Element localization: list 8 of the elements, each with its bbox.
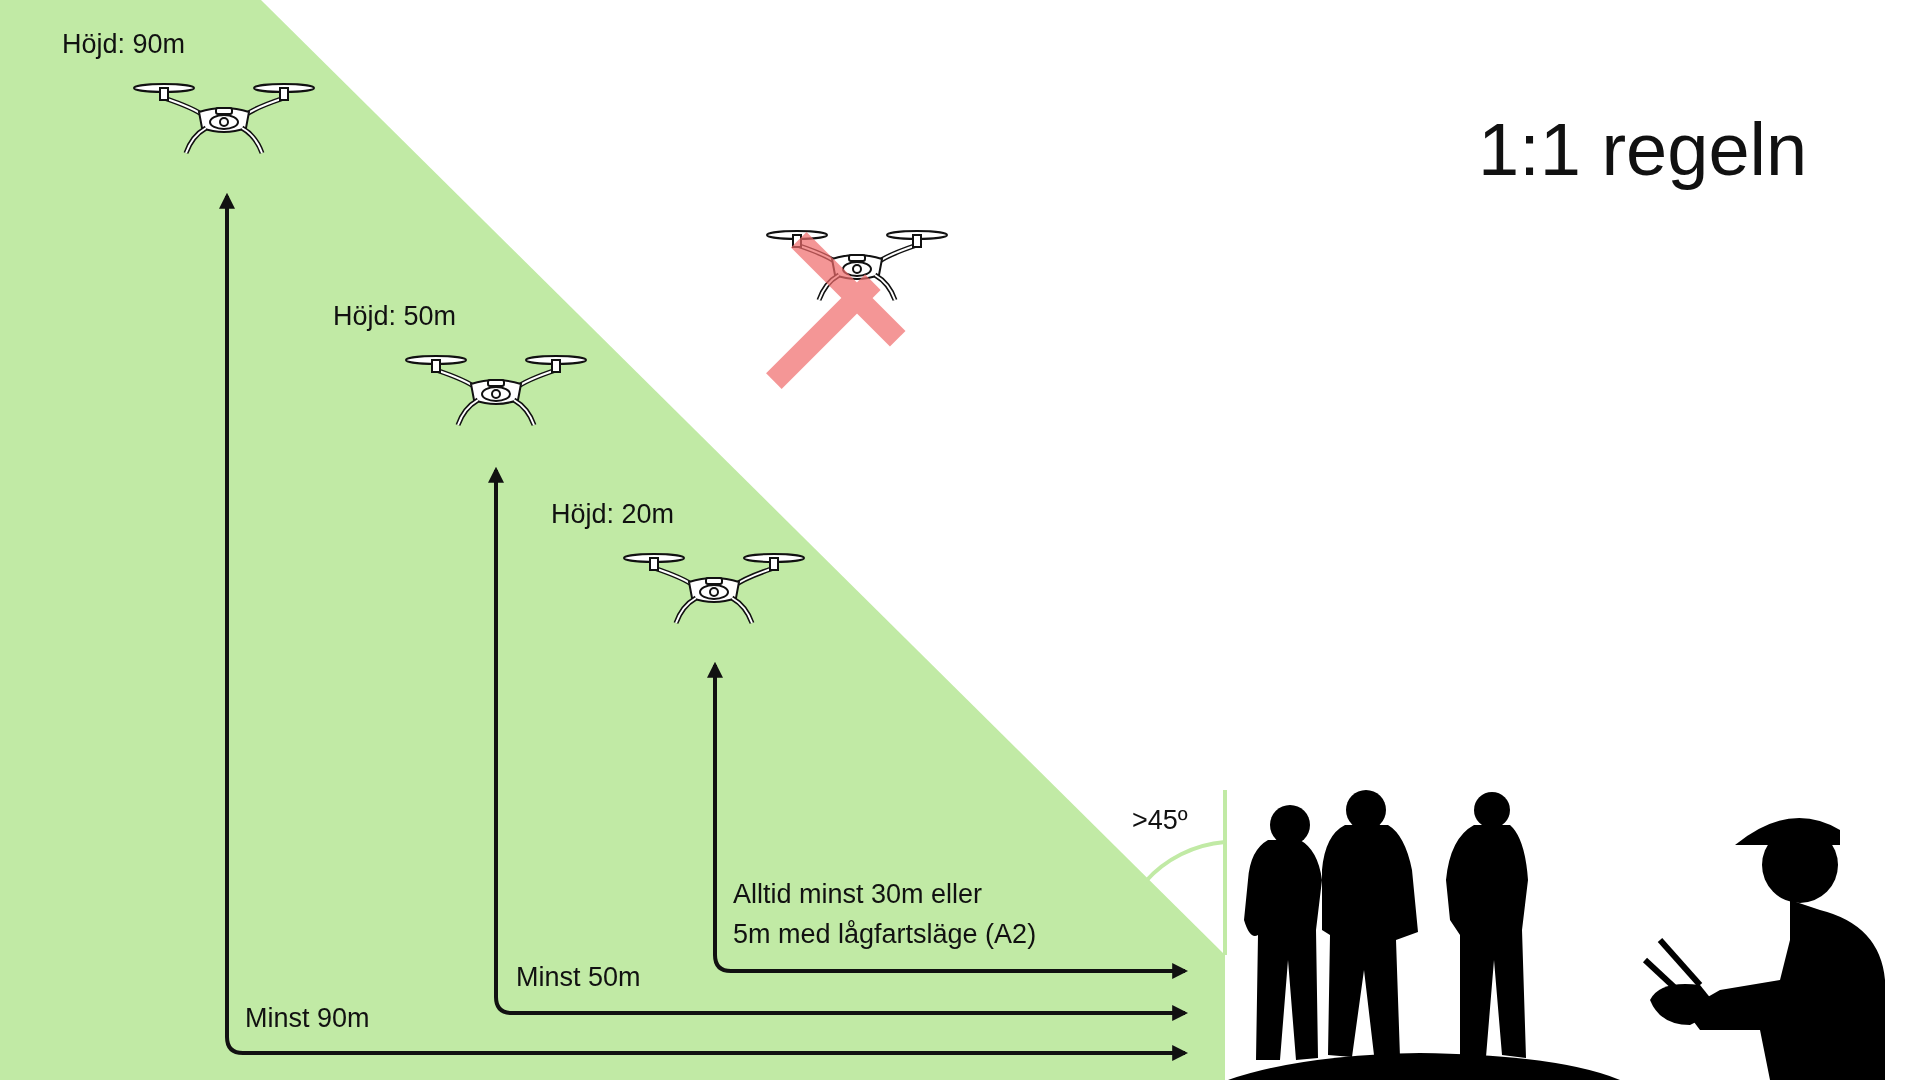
angle-label: >45º (1132, 804, 1188, 837)
distance-label: Minst 50m (516, 961, 641, 994)
distance-label: Alltid minst 30m eller 5m med lågfartsläge (A2) (733, 878, 1037, 951)
height-label: Höjd: 50m (333, 300, 457, 333)
title: 1:1 regeln (1478, 108, 1808, 192)
height-label: Höjd: 20m (551, 498, 675, 531)
distance-label: Minst 90m (245, 1002, 370, 1035)
height-label: Höjd: 90m (62, 28, 186, 61)
